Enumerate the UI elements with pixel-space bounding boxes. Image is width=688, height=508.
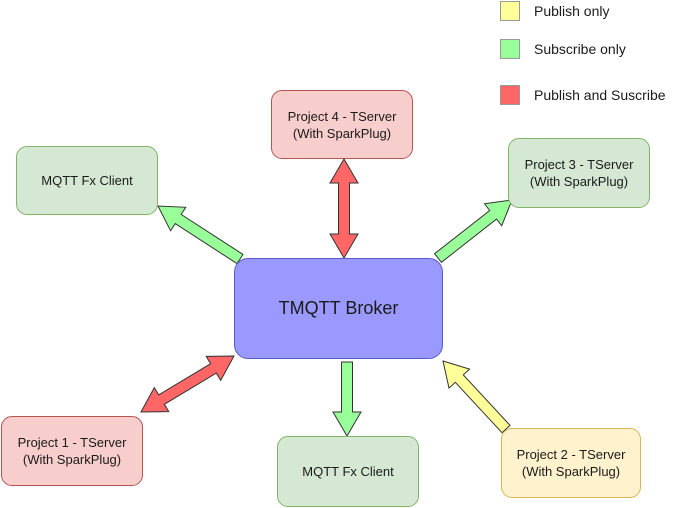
arrow-broker-project-4 (329, 158, 359, 259)
node-subtitle: (With SparkPlug) (292, 125, 392, 141)
node-project-2[interactable]: Project 2 - TServer (With SparkPlug) (501, 428, 641, 498)
node-mqtt-fx-client-bottom[interactable]: MQTT Fx Client (277, 436, 419, 507)
node-subtitle: (With SparkPlug) (529, 174, 629, 189)
node-title: MQTT Fx Client (302, 464, 394, 479)
broker-label: TMQTT Broker (278, 298, 399, 318)
arrow-broker-to-mqtt-fx-top (157, 205, 244, 265)
arrow-broker-to-project-3 (433, 199, 513, 264)
node-title: Project 3 - TServer (524, 157, 634, 172)
legend-swatch-green (500, 39, 520, 59)
legend-swatch-yellow (500, 1, 520, 21)
node-tmqtt-broker[interactable]: TMQTT Broker (234, 258, 443, 359)
legend-item-subscribe-only: Subscribe only (500, 38, 626, 60)
legend-item-publish-only: Publish only (500, 0, 610, 22)
arrow-broker-project-1 (140, 355, 235, 413)
arrow-project-2-to-broker (442, 360, 511, 434)
node-subtitle: (With SparkPlug) (22, 452, 122, 467)
node-subtitle: (With SparkPlug) (521, 464, 621, 479)
node-title: MQTT Fx Client (41, 173, 133, 188)
node-project-4[interactable]: Project 4 - TServer (With SparkPlug) (271, 90, 413, 159)
node-mqtt-fx-client-top[interactable]: MQTT Fx Client (16, 146, 158, 215)
legend-label: Subscribe only (534, 41, 626, 57)
legend-label: Publish and Suscribe (534, 87, 666, 103)
legend-item-publish-and-subscribe: Publish and Suscribe (500, 84, 666, 106)
node-project-3[interactable]: Project 3 - TServer (With SparkPlug) (508, 138, 650, 208)
node-title: Project 2 - TServer (516, 447, 626, 462)
node-project-1[interactable]: Project 1 - TServer (With SparkPlug) (1, 416, 143, 486)
legend-swatch-red (500, 85, 520, 105)
node-title: Project 4 - TServer (287, 108, 397, 124)
node-title: Project 1 - TServer (17, 435, 127, 450)
legend-label: Publish only (534, 3, 610, 19)
arrow-broker-to-mqtt-fx-bottom (332, 361, 362, 437)
